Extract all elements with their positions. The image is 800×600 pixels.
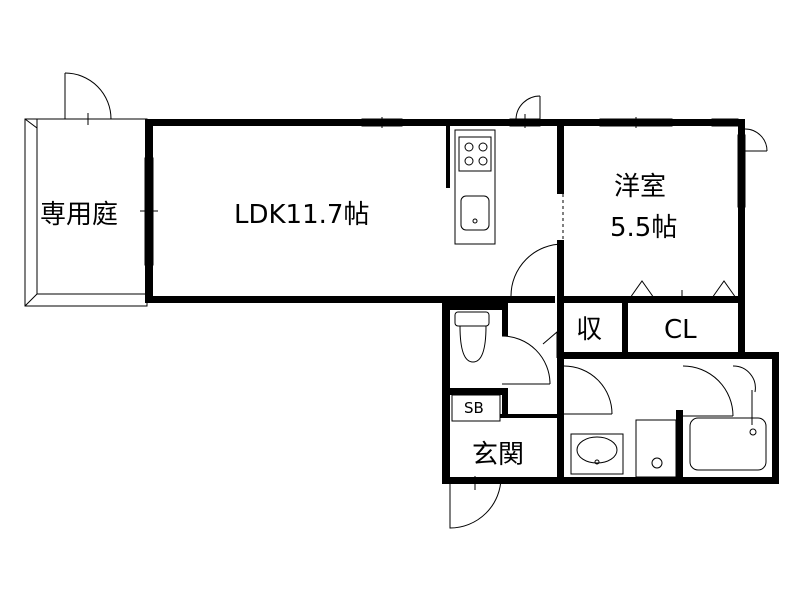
washroom: [563, 365, 677, 478]
kitchen: [446, 126, 496, 245]
garden-door: [64, 72, 112, 125]
toilet: [454, 311, 551, 385]
storage-label: 収: [576, 315, 602, 345]
garden-label: 専用庭: [40, 200, 118, 230]
storage-door: [542, 330, 558, 358]
shoe-box-area: [451, 394, 501, 422]
closet-doors: [629, 280, 737, 303]
shoe-box-label: SB: [464, 399, 484, 417]
ldk-label: LDK11.7帖: [234, 200, 369, 230]
western-room-name-label: 洋室: [614, 172, 666, 202]
western-room-size-label: 5.5帖: [610, 213, 677, 243]
walls: [145, 119, 779, 484]
entrance-door: [449, 476, 502, 529]
bathroom: [682, 365, 767, 471]
closet-label: CL: [664, 315, 697, 345]
windows: [140, 117, 746, 266]
top-door: [509, 95, 541, 128]
top-right-door: [744, 128, 768, 152]
western-room-door: [510, 194, 564, 297]
entrance-label: 玄関: [472, 440, 524, 470]
